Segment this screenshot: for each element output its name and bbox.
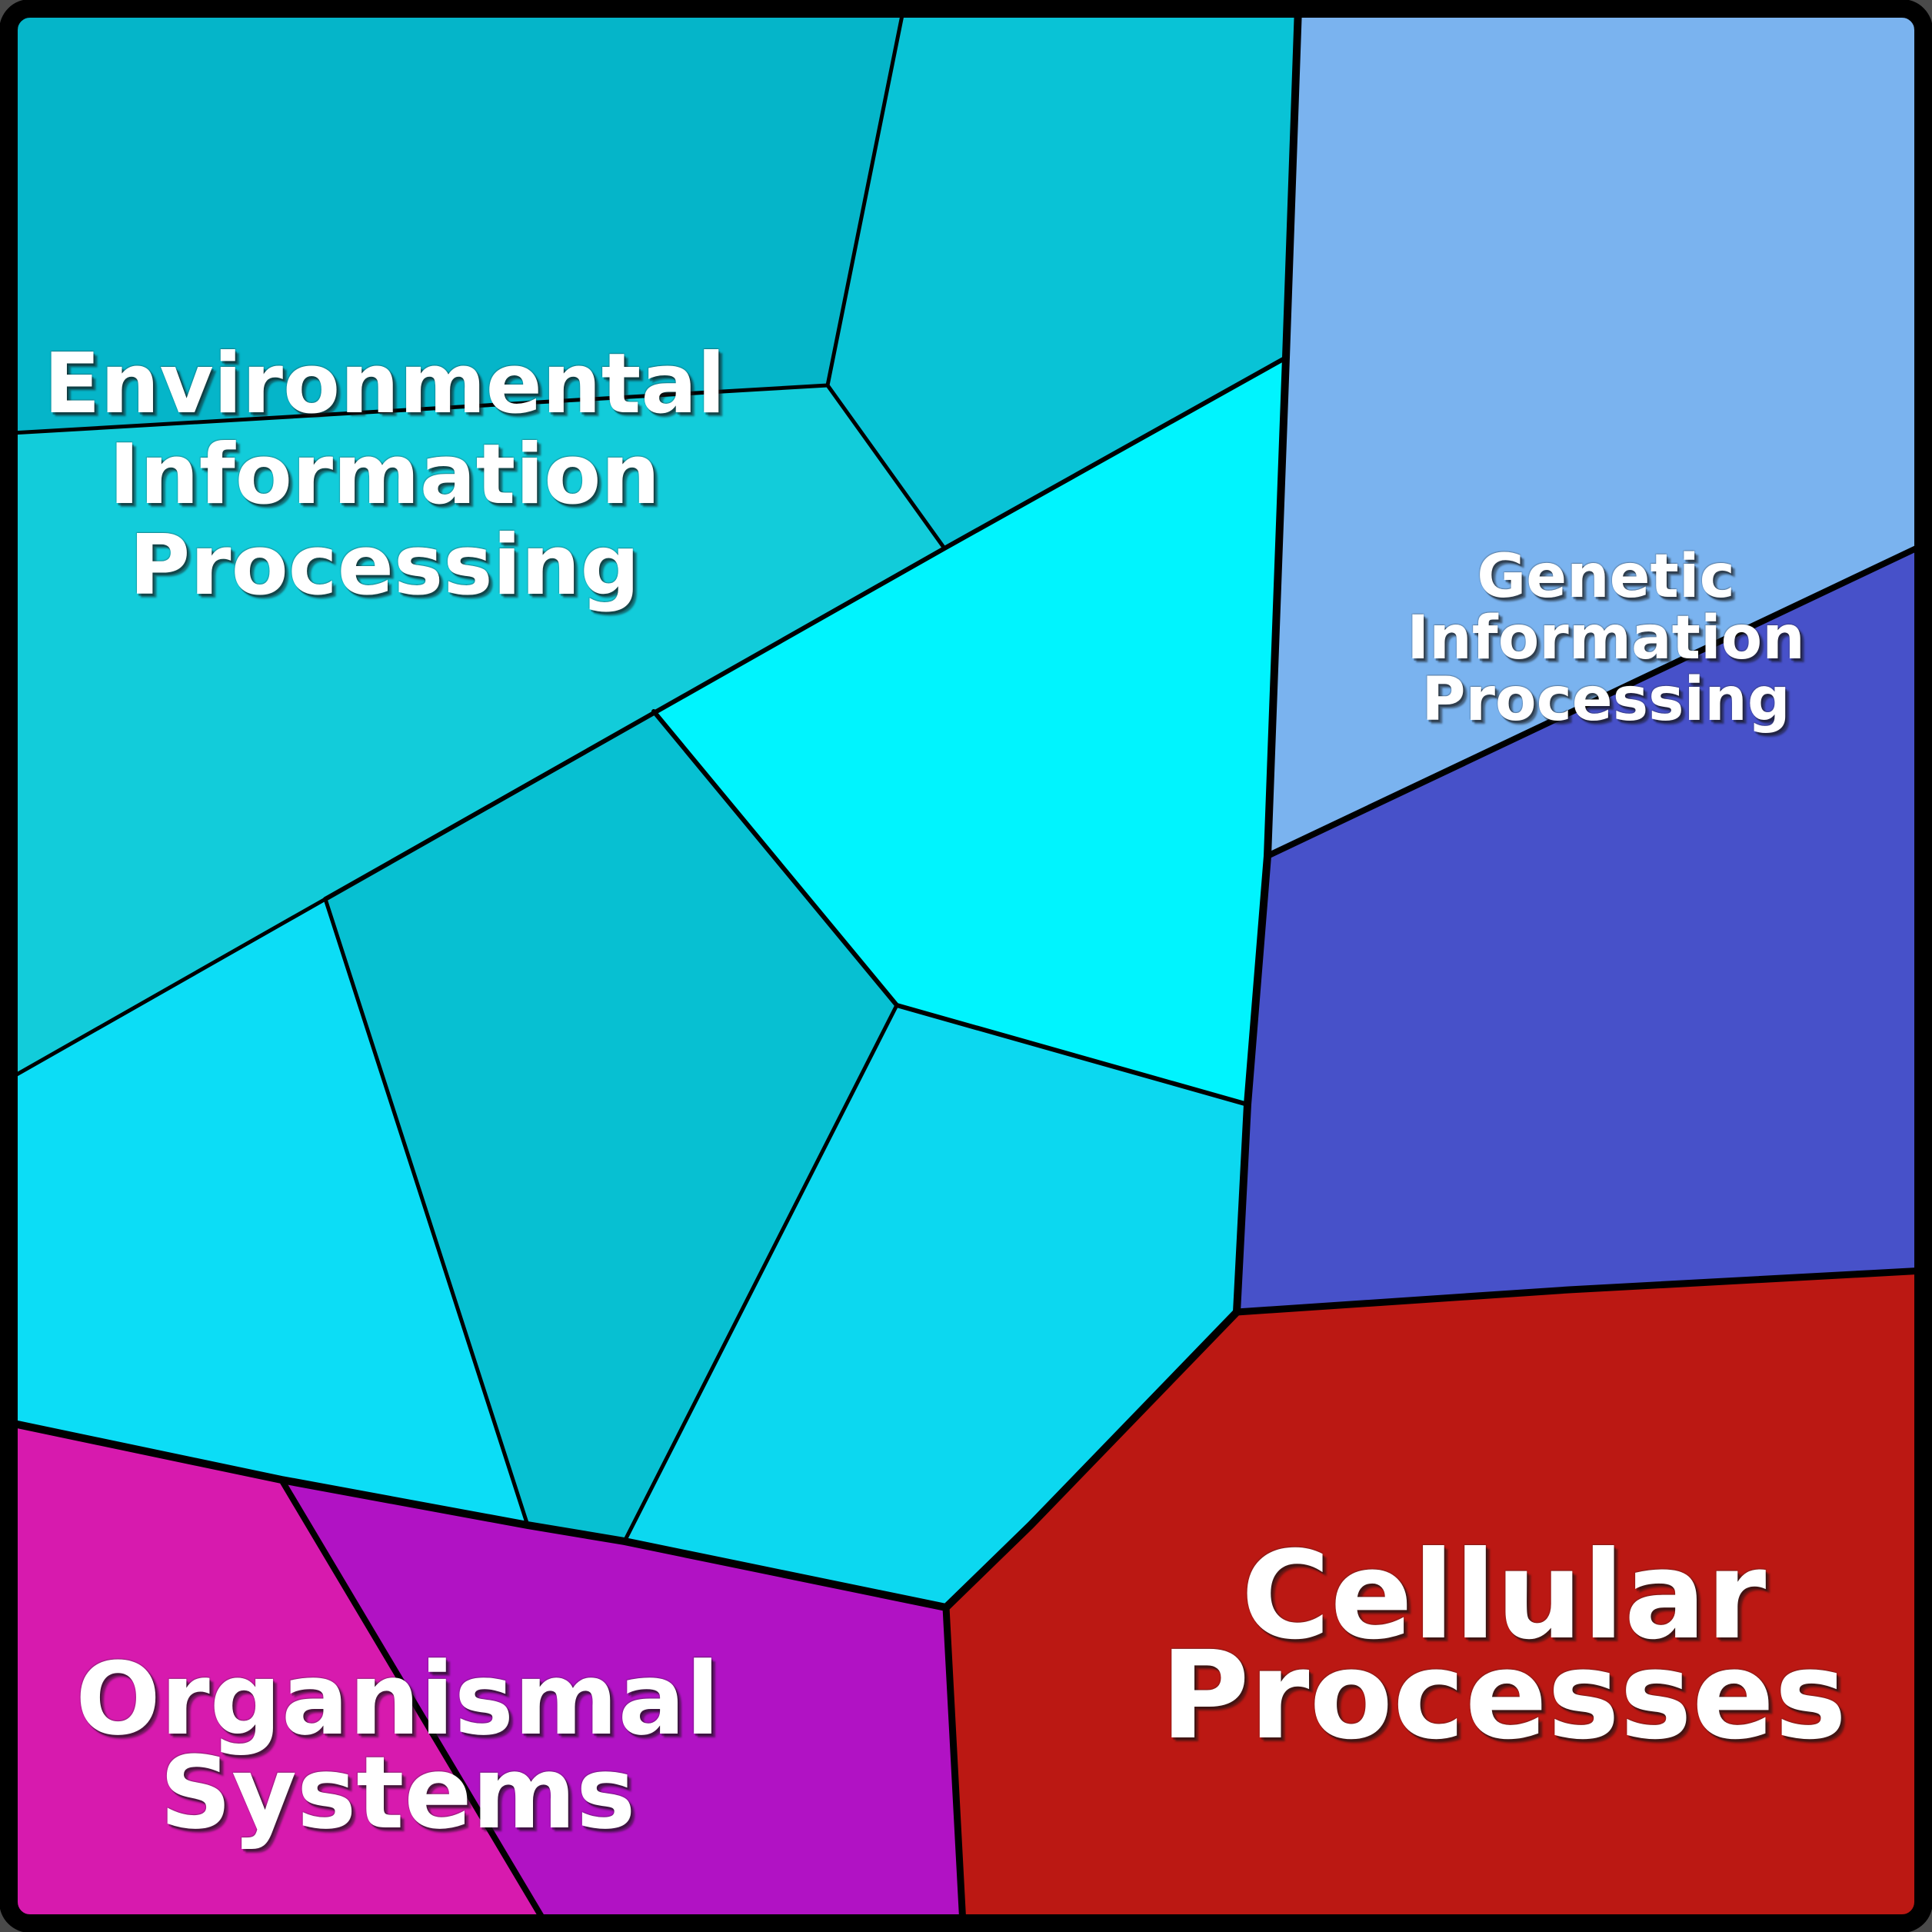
boundary-edge-gip-inner xyxy=(1264,541,1915,859)
region-eip-top-left[interactable] xyxy=(8,8,904,433)
region-eip-bottom-left[interactable] xyxy=(10,899,528,1525)
region-eip-top-middle[interactable] xyxy=(828,8,1298,548)
label-line: Cellular xyxy=(1241,1525,1767,1667)
boundary-edge-cyan-red xyxy=(942,1308,1241,1611)
region-eip-center[interactable] xyxy=(10,385,944,1078)
boundary-edge-b-c1 xyxy=(825,383,947,551)
region-eip-bright[interactable] xyxy=(654,358,1286,1104)
boundary-edge-bright-left xyxy=(651,709,899,1008)
boundary-edge-purple-red xyxy=(942,1604,967,1915)
region-os-pink[interactable] xyxy=(10,1423,546,1924)
region-gip-light-blue[interactable] xyxy=(1267,8,1924,856)
label-line: Environmental xyxy=(43,336,726,432)
region-cp-red[interactable] xyxy=(946,1271,1924,1924)
region-os-purple[interactable] xyxy=(281,1480,963,1924)
boundary-edge-c2-e xyxy=(323,897,530,1527)
label-line: Information xyxy=(108,427,661,523)
boundary-edge-c2-f xyxy=(622,1003,899,1544)
boundary-edge-pink-purple xyxy=(278,1477,549,1915)
label-line: Organismal xyxy=(75,1641,720,1757)
boundary-edge-a-c1 xyxy=(17,383,830,435)
label-line: Systems xyxy=(159,1734,636,1851)
label-environmental-information-processing: Environmental Information Processing xyxy=(44,339,726,611)
label-line: Processes xyxy=(1160,1625,1847,1767)
boundary-edge-c1-e xyxy=(17,897,328,1081)
boundary-edge-a-b xyxy=(825,17,906,388)
boundary-edge-violet-red xyxy=(1233,1267,1915,1316)
label-organismal-systems: Organismal Systems xyxy=(75,1641,720,1851)
region-gip-violet[interactable] xyxy=(1237,545,1924,1312)
boundary-edge-os-top xyxy=(17,1419,950,1611)
boundary-edge-bright-top xyxy=(323,355,1288,901)
label-cellular-processes: Cellular Processes xyxy=(1160,1525,1847,1767)
label-line: Processing xyxy=(129,518,640,614)
regions-group xyxy=(8,8,1924,1924)
label-line: Information xyxy=(1407,604,1805,673)
label-line: Genetic xyxy=(1477,542,1735,611)
boundary-edge-gip-left-low xyxy=(1233,852,1271,1316)
boundary-edge-gip-left xyxy=(1264,17,1302,860)
boundary-edge-bright-bottom xyxy=(894,1003,1250,1107)
label-line: Processing xyxy=(1421,665,1790,734)
region-eip-center-lower[interactable] xyxy=(325,711,897,1541)
label-genetic-information-processing: Genetic Information Processing xyxy=(1407,546,1805,731)
